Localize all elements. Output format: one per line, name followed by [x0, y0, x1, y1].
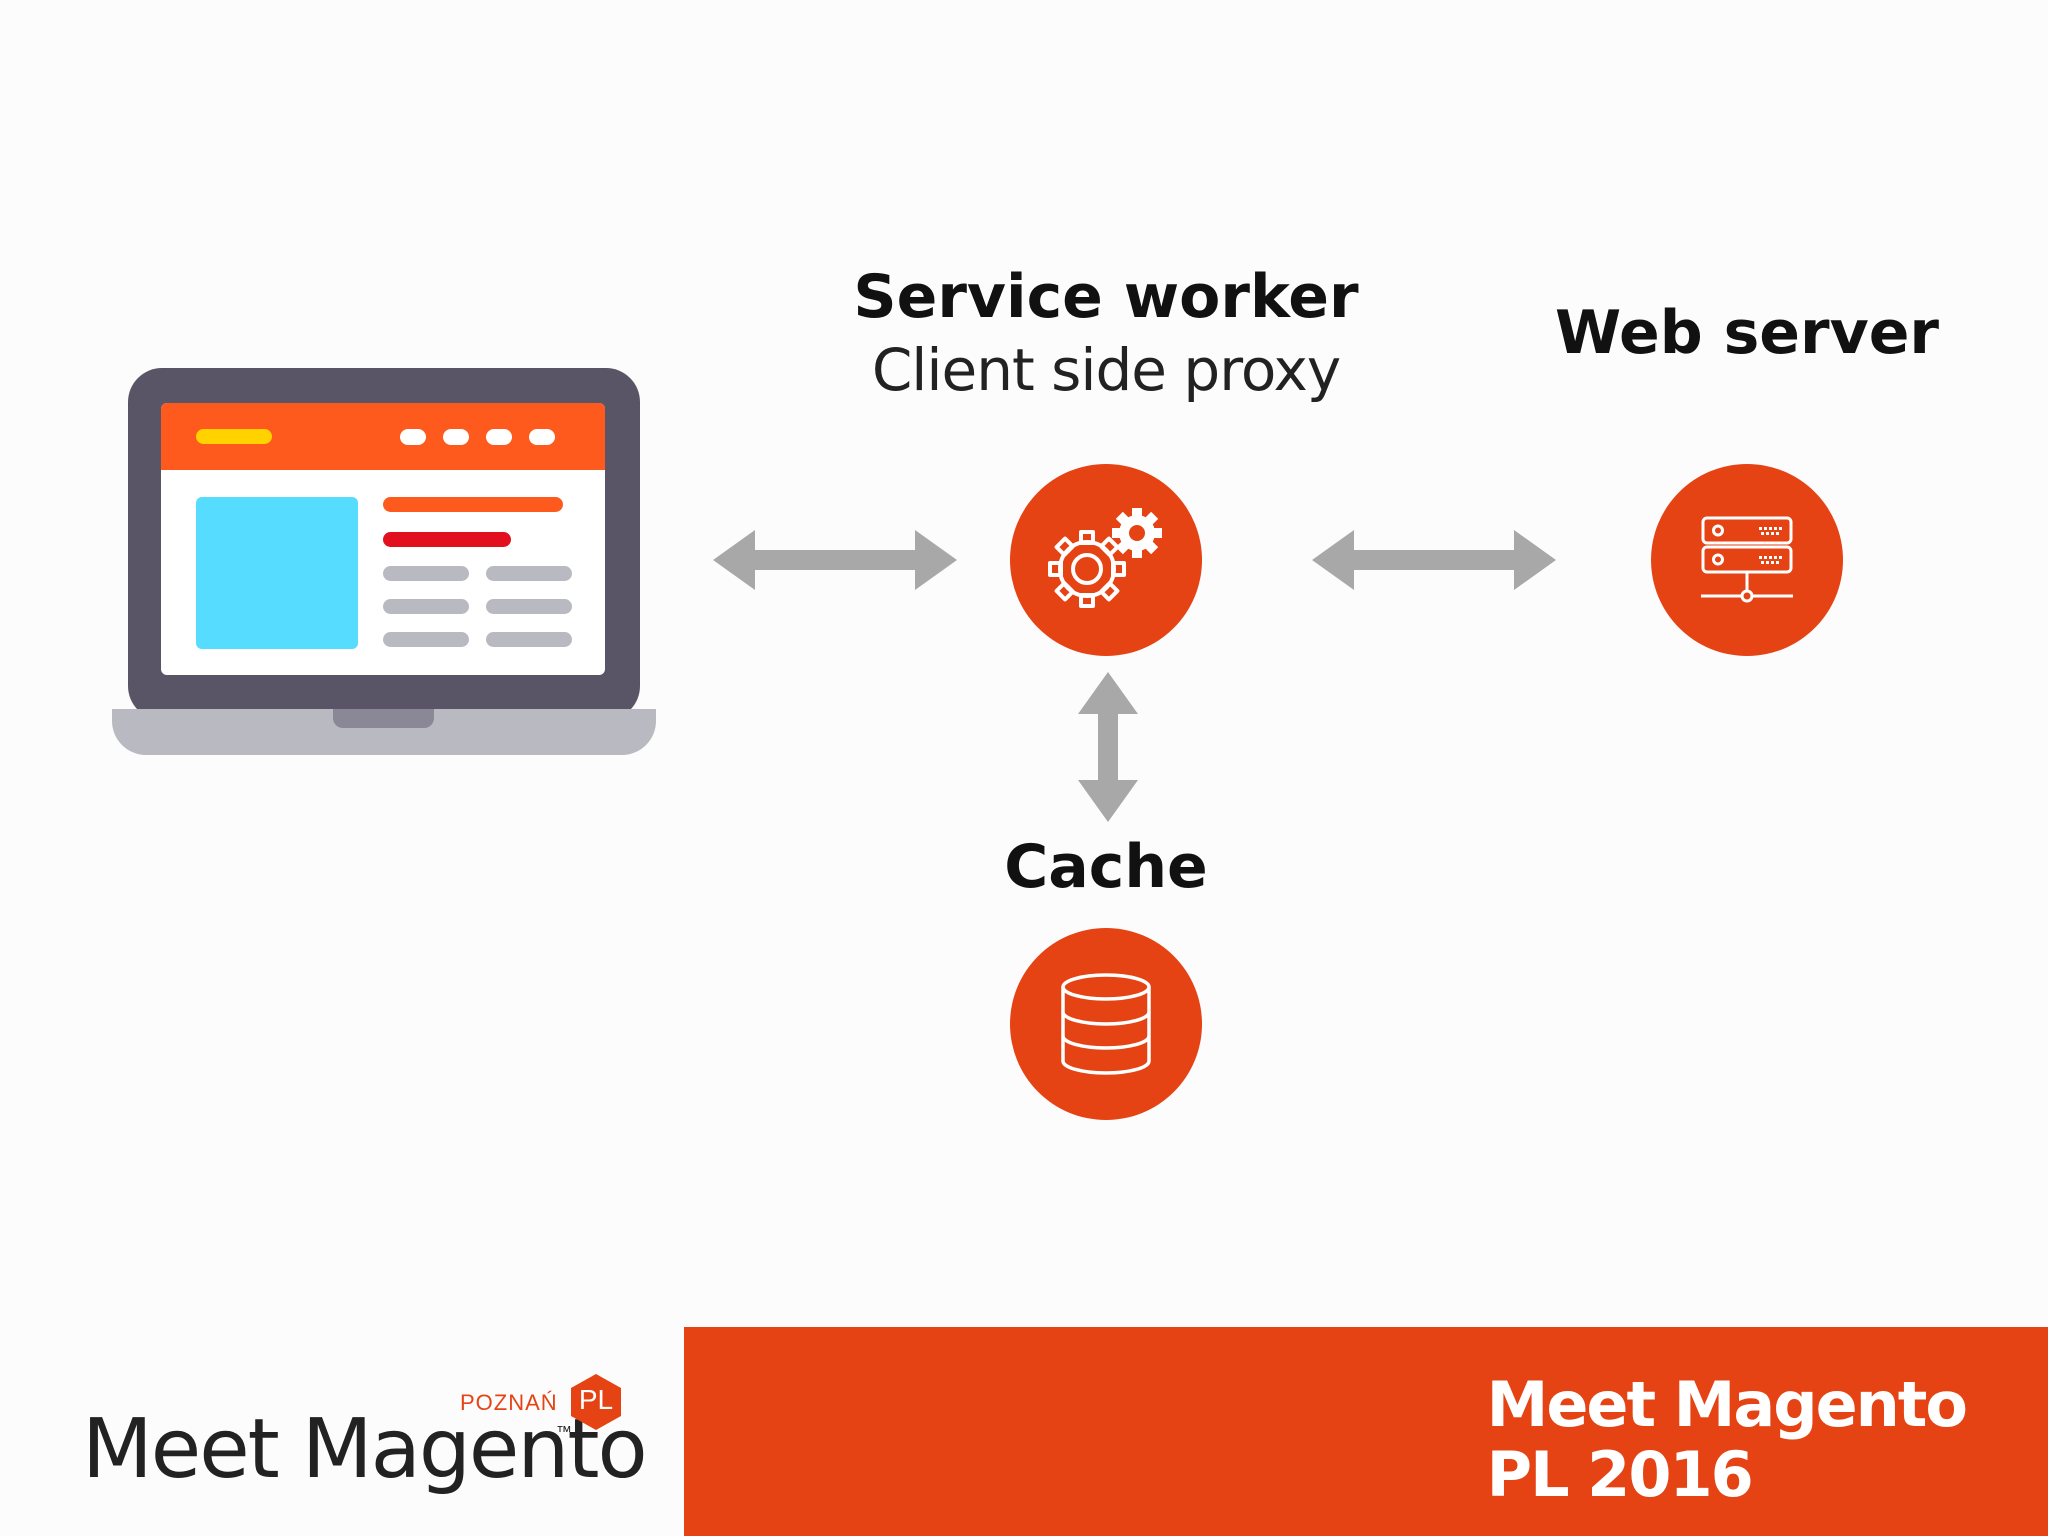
screen-nav-dot — [486, 429, 512, 445]
laptop-notch — [333, 709, 434, 728]
screen-text-line — [383, 566, 469, 581]
cache-node — [1010, 928, 1202, 1120]
logo-trademark: ™ — [556, 1424, 572, 1441]
web-server-node — [1651, 464, 1843, 656]
screen-heading-line — [383, 497, 563, 512]
screen-text-line — [486, 566, 572, 581]
logo-text: Meet Magento — [82, 1402, 648, 1497]
screen-nav-dot — [443, 429, 469, 445]
event-title: Meet Magento PL 2016 — [1486, 1368, 1968, 1511]
double-arrow-sw-server — [1312, 530, 1556, 590]
screen-subheading-line — [383, 532, 511, 547]
service-worker-title: Service worker — [853, 262, 1359, 332]
service-worker-subtitle: Client side proxy — [871, 336, 1341, 404]
server-icon — [1701, 516, 1793, 603]
screen-text-line — [383, 599, 469, 614]
logo-hexagon-icon — [571, 1374, 621, 1430]
screen-logo-bar — [196, 429, 272, 444]
screen-nav-dot — [529, 429, 555, 445]
screen-text-line — [486, 599, 572, 614]
screen-text-line — [486, 632, 572, 647]
laptop-base — [112, 709, 656, 755]
footer-band — [684, 1327, 2048, 1536]
logo-country: PL — [578, 1384, 614, 1415]
screen-text-line — [383, 632, 469, 647]
event-title-line1: Meet Magento — [1486, 1368, 1968, 1441]
database-icon — [1061, 973, 1151, 1075]
laptop-icon — [112, 368, 656, 755]
logo-city: POZNAŃ — [460, 1390, 558, 1415]
web-server-title: Web server — [1555, 298, 1939, 368]
gears-icon — [1048, 508, 1162, 608]
screen-nav-dot — [400, 429, 426, 445]
double-arrow-sw-cache — [1078, 672, 1138, 822]
cache-title: Cache — [1004, 832, 1208, 902]
event-title-line2: PL 2016 — [1486, 1438, 1754, 1511]
service-worker-node — [1010, 464, 1202, 656]
double-arrow-client-sw — [713, 530, 957, 590]
screen-image-block — [196, 497, 358, 649]
screen-header-bar — [161, 403, 605, 470]
